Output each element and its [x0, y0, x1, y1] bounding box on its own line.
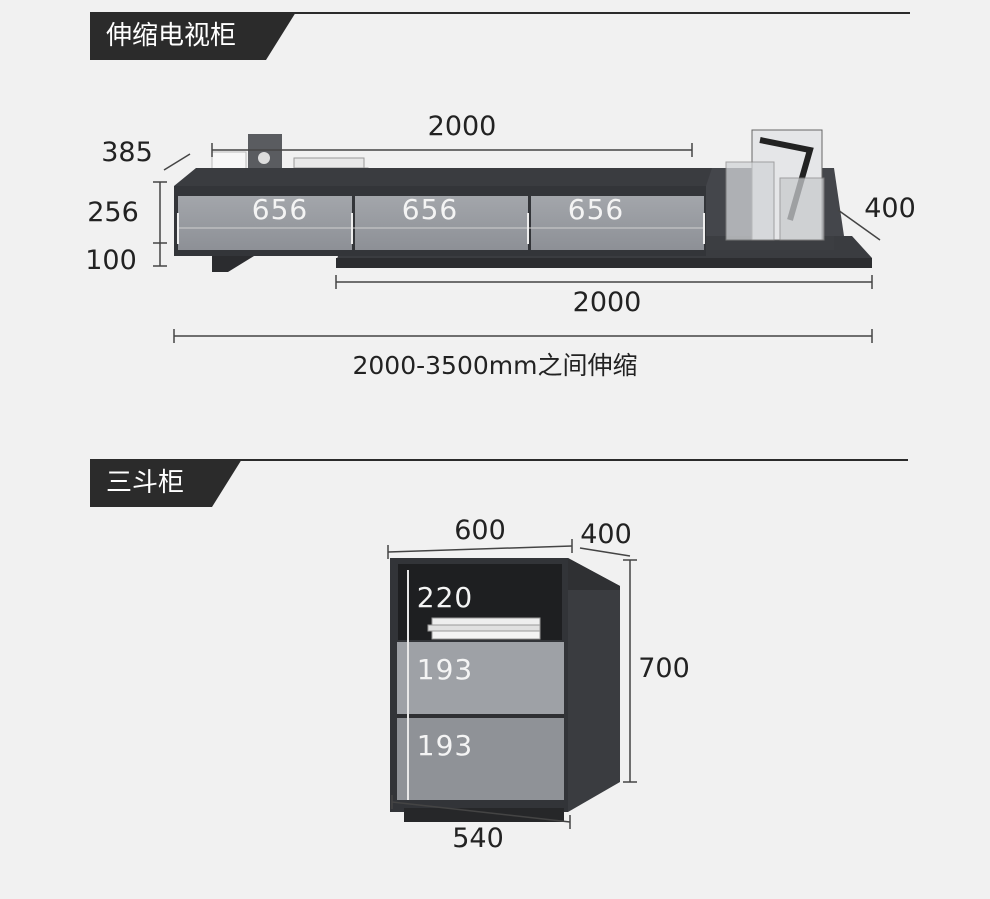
drawer-cabinet-width-label: 600: [454, 515, 506, 546]
drawer: [355, 196, 528, 250]
drawer: [397, 716, 564, 800]
drawer-cabinet-body: [390, 558, 620, 822]
section-header-tv-cabinet: 伸缩电视柜: [90, 12, 910, 60]
drawer: [178, 196, 352, 250]
section-header-drawer-cabinet: 三斗柜: [90, 459, 908, 507]
section-title-drawer-cabinet: 三斗柜: [90, 459, 242, 507]
compartment-height-label: 193: [417, 729, 473, 762]
section-divider: [236, 459, 908, 461]
tv-dimension-lines: [153, 143, 881, 343]
drawer: [397, 642, 564, 716]
extension-width-label: 2000: [573, 287, 642, 318]
tv-cabinet-drawers: 656 656 656: [177, 193, 705, 250]
drawer-width-label: 656: [568, 193, 624, 226]
drawer-cabinet-depth-label: 400: [580, 519, 632, 550]
section-title-tv-cabinet: 伸缩电视柜: [90, 12, 296, 60]
drawer-cabinet-base-width-label: 540: [452, 823, 504, 854]
drawer-width-label: 656: [252, 193, 308, 226]
tv-depth-label: 385: [101, 137, 153, 168]
drawer: [531, 196, 704, 250]
drawer-cabinet-height-label: 700: [638, 653, 690, 684]
tv-height-label: 256: [87, 197, 139, 228]
drawer-width-label: 656: [402, 193, 458, 226]
section-divider: [290, 12, 910, 14]
compartment-height-label: 193: [417, 653, 473, 686]
tv-width-label: 2000: [428, 111, 497, 142]
compartment-height-label: 220: [417, 581, 473, 614]
extension-range-caption: 2000-3500mm之间伸缩: [353, 351, 638, 380]
tv-leg-height-label: 100: [85, 245, 137, 276]
drawer-cabinet-dimension-lines: [387, 539, 637, 829]
extension-depth-label: 400: [864, 193, 916, 224]
